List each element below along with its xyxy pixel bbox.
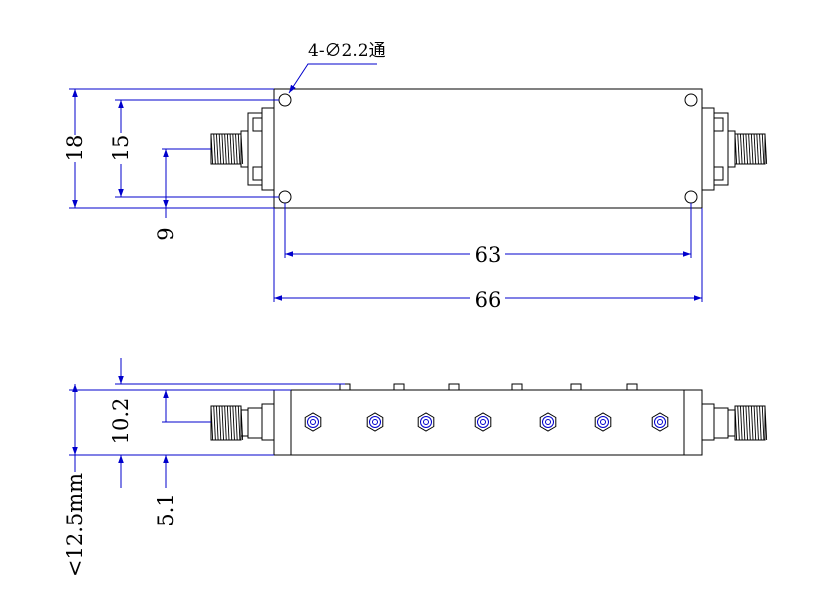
tuning-screw-cap	[626, 383, 638, 391]
flange-left	[273, 389, 292, 456]
tuning-screw-cap	[570, 383, 582, 391]
sma-connector-right	[701, 107, 768, 191]
dim-label-10-2: 10.2	[109, 398, 133, 445]
tuning-screw-nut	[594, 412, 612, 432]
tuning-screw-nut	[651, 412, 669, 432]
tuning-screw-nut	[474, 412, 492, 432]
dim-label-18: 18	[63, 135, 87, 162]
dim-label-9: 9	[154, 227, 178, 240]
tuning-screw-nut	[539, 412, 557, 432]
mounting-hole-bottom-left	[278, 190, 292, 204]
top-view: 4-∅2.2通 18 15 9	[63, 41, 768, 312]
tuning-screw-cap	[448, 383, 460, 391]
dim-hole-spacing-63: 63	[285, 243, 691, 267]
mounting-hole-top-left	[278, 93, 292, 107]
dim-label-63: 63	[475, 243, 502, 267]
dim-height-18: 18	[63, 89, 87, 208]
side-view-body	[290, 389, 685, 456]
side-connector-left	[210, 403, 275, 441]
flange-right	[683, 389, 703, 456]
hole-note-text: 4-∅2.2通	[308, 41, 386, 61]
tuning-screw-nut	[304, 412, 322, 432]
tuning-screw-cap	[511, 383, 523, 391]
tuning-screw-nuts	[304, 412, 669, 432]
mounting-hole-bottom-right	[684, 190, 698, 204]
dim-connector-5-1: 5.1	[154, 390, 178, 527]
tuning-screw-caps	[339, 383, 638, 391]
dim-label-12-5: <12.5mm	[63, 473, 87, 577]
mounting-hole-top-right	[684, 93, 698, 107]
tuning-screw-cap	[339, 383, 351, 391]
sma-connector-left	[210, 107, 275, 191]
dim-label-66: 66	[475, 288, 502, 312]
dim-hole-spacing-15: 15	[109, 100, 133, 197]
dim-connector-9: 9	[154, 149, 178, 241]
side-view: <12.5mm 10.2 5.1	[63, 358, 768, 577]
tuning-screw-cap	[393, 383, 405, 391]
side-connector-right	[701, 403, 768, 441]
dim-label-15: 15	[109, 135, 133, 162]
tuning-screw-nut	[366, 412, 384, 432]
hole-note-leader: 4-∅2.2通	[288, 41, 386, 94]
dim-label-5-1: 5.1	[154, 493, 178, 526]
top-view-body	[273, 88, 703, 209]
dim-length-66: 66	[274, 288, 702, 312]
dim-body-10-2: 10.2	[109, 358, 133, 488]
dim-height-12-5: <12.5mm	[63, 384, 87, 577]
tuning-screw-nut	[417, 412, 435, 432]
